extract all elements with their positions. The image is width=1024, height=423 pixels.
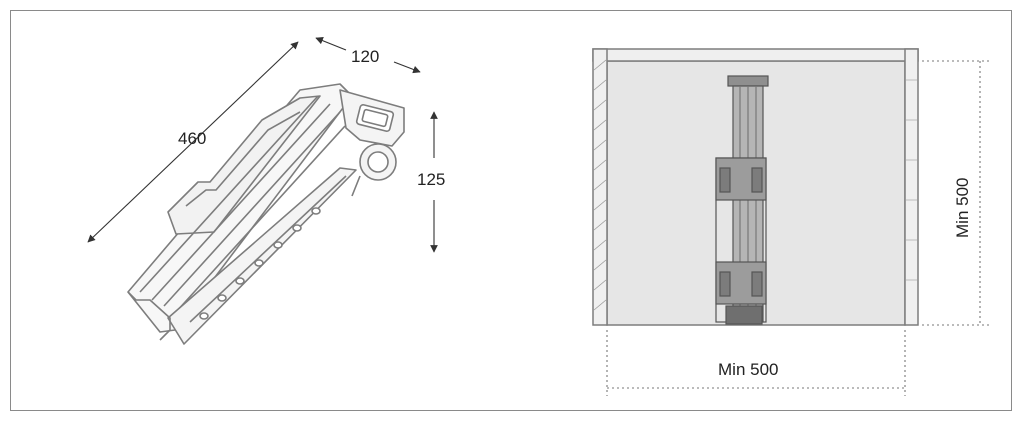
rail-front-hook xyxy=(127,291,171,341)
dim-line-width-b xyxy=(393,61,421,74)
dim-label-min-width: Min 500 xyxy=(718,360,778,379)
cabinet-right-wall xyxy=(904,48,919,326)
dim-label-min-depth: Min 500 xyxy=(953,178,972,238)
right-dimension-lines xyxy=(606,60,992,396)
isometric-rail-view xyxy=(127,83,405,345)
left-dimension-lines xyxy=(87,36,438,253)
top-view-cabinet xyxy=(592,48,919,326)
dim-label-length: 460 xyxy=(178,129,206,148)
dim-line-width-a xyxy=(315,36,347,51)
cabinet-back-panel xyxy=(592,48,919,62)
dim-label-width: 120 xyxy=(351,47,379,66)
rail-perforation-holes xyxy=(199,207,321,320)
dim-label-height: 125 xyxy=(417,170,445,189)
dim-line-length xyxy=(87,41,299,243)
rail-top-view xyxy=(715,75,769,325)
cabinet-left-wall xyxy=(592,48,608,326)
